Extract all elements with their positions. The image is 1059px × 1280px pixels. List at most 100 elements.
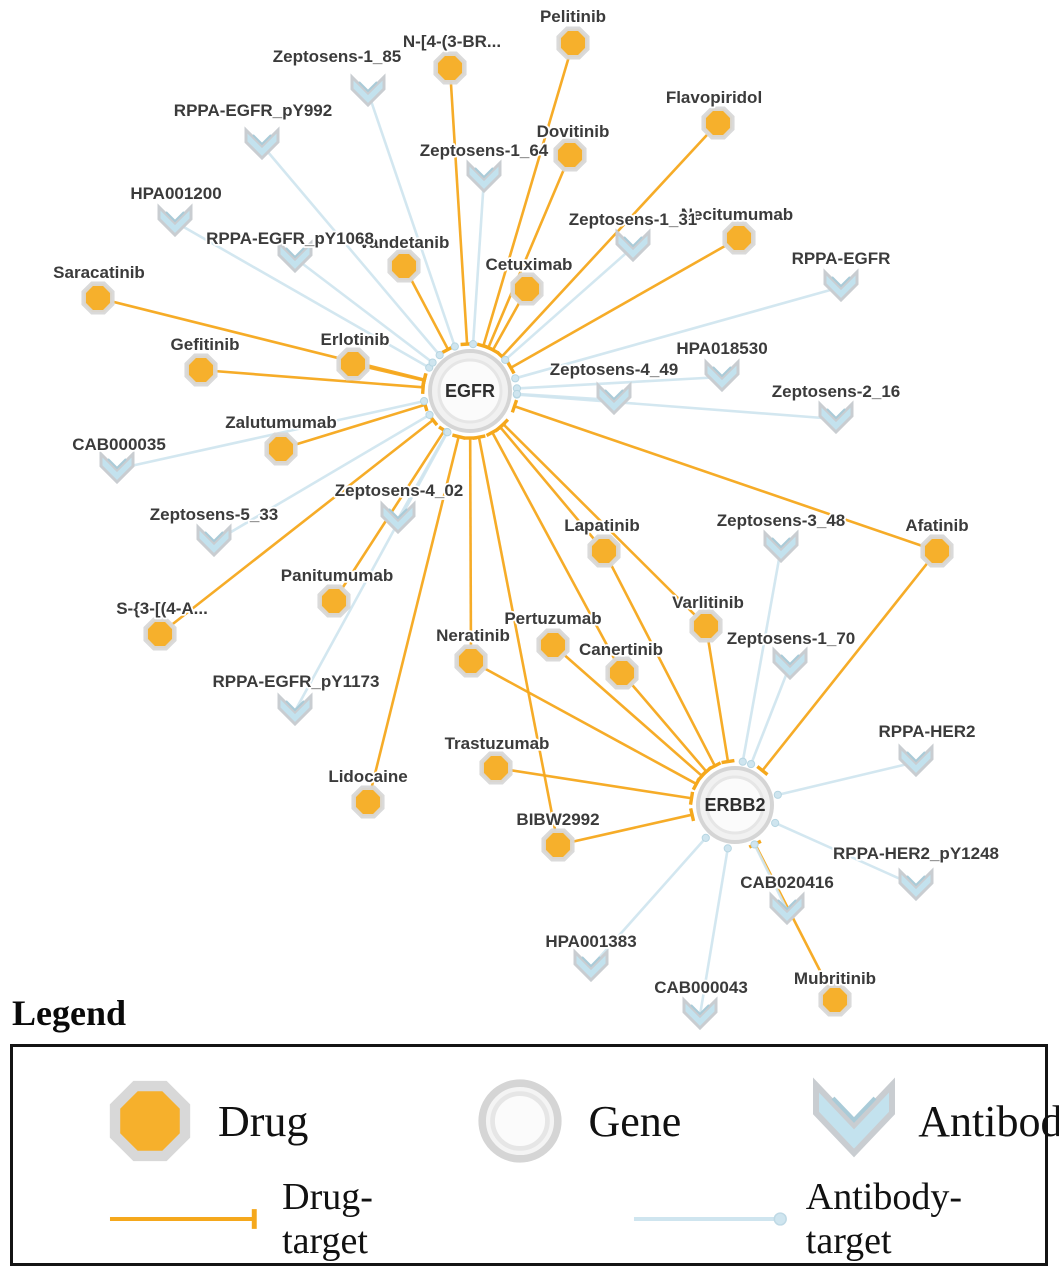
drug-node-cetuximab[interactable] (510, 272, 544, 306)
antibody-glyph-crease (165, 211, 185, 223)
antibody-edge-dot (511, 374, 520, 383)
antibody-label-hpa001200: HPA001200 (130, 184, 221, 203)
drug-node-dovitinib[interactable] (553, 138, 587, 172)
drug-node-neratinib[interactable] (454, 644, 488, 678)
drug-node-pelitinib[interactable] (556, 26, 590, 60)
drug-target-edge (552, 644, 703, 777)
drug-node-s-3-4-a[interactable] (143, 617, 177, 651)
drug-node-erlotinib[interactable] (336, 347, 370, 381)
drug-label-pelitinib: Pelitinib (540, 7, 606, 26)
antibody-glyph (596, 381, 632, 416)
antibody-node-zeptosens-5-33[interactable] (196, 523, 232, 558)
drug-node-panitumumab[interactable] (317, 584, 351, 618)
drug-target-edge (470, 659, 697, 786)
antibody-label-cab000043: CAB000043 (654, 978, 748, 997)
antibody-node-cab020416[interactable] (769, 891, 805, 926)
antibody-target-edge (213, 413, 431, 544)
drug-node-varlitinib[interactable] (689, 609, 723, 643)
drug-target-edge (366, 436, 460, 803)
drug-label-bibw2992: BIBW2992 (516, 810, 599, 829)
antibody-node-zeptosens-1-31[interactable] (615, 228, 651, 263)
antibody-target-edge (514, 285, 842, 380)
antibody-node-zeptosens-1-70[interactable] (772, 646, 808, 681)
drug-node-bibw2992[interactable] (541, 828, 575, 862)
drug-edge-tee (472, 434, 486, 441)
drug-edge-tee (486, 345, 500, 355)
antibody-glyph (772, 646, 808, 681)
antibody-node-cab000035[interactable] (99, 450, 135, 485)
antibody-edge-dot (501, 355, 510, 364)
drug-node-lidocaine[interactable] (351, 785, 385, 819)
antibody-node-zeptosens-1-85[interactable] (350, 73, 386, 108)
antibody-node-hpa001200[interactable] (157, 203, 193, 238)
antibody-node-rppa-her2-py1248[interactable] (898, 867, 934, 902)
antibody-node-rppa-egfr[interactable] (823, 268, 859, 303)
antibody-target-edge (366, 91, 457, 347)
drug-target-edge (487, 154, 572, 349)
drug-node-afatinib[interactable] (920, 534, 954, 568)
drug-target-edge (510, 236, 740, 369)
drug-node-trastuzumab[interactable] (479, 751, 513, 785)
drug-target-edge (514, 405, 938, 553)
gene-node-erbb2[interactable] (696, 766, 774, 844)
antibody-glyph (615, 228, 651, 263)
drug-label-trastuzumab: Trastuzumab (445, 734, 550, 753)
gene-inner-ring (437, 358, 503, 424)
antibody-node-hpa018530[interactable] (704, 358, 740, 393)
antibody-glyph-crease (285, 700, 305, 712)
antibody-node-rppa-her2[interactable] (898, 743, 934, 778)
antibody-glyph (244, 126, 280, 161)
drug-node-pertuzumab[interactable] (536, 628, 570, 662)
antibody-node-rppa-egfr-py1068[interactable] (277, 239, 313, 274)
legend-item-gene: Gene (468, 1069, 681, 1173)
gene-label-erbb2: ERBB2 (704, 795, 765, 815)
antibody-node-hpa001383[interactable] (573, 948, 609, 983)
antibody-node-zeptosens-4-02[interactable] (380, 500, 416, 535)
drug-node-canertinib[interactable] (605, 656, 639, 690)
antibody-glyph (157, 203, 193, 238)
antibody-label-zeptosens-1-31: Zeptosens-1_31 (569, 210, 698, 229)
antibody-node-zeptosens-2-16[interactable] (818, 400, 854, 435)
drug-target-edge (477, 436, 560, 846)
antibody-target-edge-icon (633, 1212, 787, 1226)
drug-node-flavopiridol[interactable] (701, 106, 735, 140)
gene-node-egfr[interactable] (428, 349, 512, 433)
drug-node-zalutumumab[interactable] (264, 432, 298, 466)
antibody-target-edge (774, 821, 917, 888)
drug-label-vandetanib: Vandetanib (359, 233, 450, 252)
antibody-node-zeptosens-3-48[interactable] (763, 529, 799, 564)
antibody-glyph (466, 159, 502, 194)
antibody-glyph-crease (826, 408, 846, 420)
drug-node-lapatinib[interactable] (587, 534, 621, 568)
antibody-node-cab000043[interactable] (682, 996, 718, 1031)
antibody-glyph-crease (906, 875, 926, 887)
drug-target-edge (491, 431, 624, 674)
antibody-node-zeptosens-4-49[interactable] (596, 381, 632, 416)
antibody-target-edge (516, 393, 837, 421)
drug-node-mubritinib[interactable] (818, 983, 852, 1017)
legend-item-antibody: Antibody (806, 1075, 1059, 1167)
antibody-glyph (898, 743, 934, 778)
drug-node-gefitinib[interactable] (184, 353, 218, 387)
drug-target-edge-icon (109, 1209, 257, 1229)
drug-node-saracatinib[interactable] (81, 281, 115, 315)
legend-gene-label: Gene (588, 1096, 682, 1146)
antibody-glyph (769, 891, 805, 926)
antibody-label-zeptosens-5-33: Zeptosens-5_33 (150, 505, 279, 524)
antibody-node-rppa-egfr-py992[interactable] (244, 126, 280, 161)
antibody-target-edge (516, 375, 723, 390)
antibody-label-rppa-her2-py1248: RPPA-HER2_pY1248 (833, 844, 999, 863)
drug-target-edge (482, 42, 575, 347)
antibody-edge-dot (746, 759, 756, 769)
antibody-node-zeptosens-1-64[interactable] (466, 159, 502, 194)
antibody-edge-dot (425, 410, 434, 419)
antibody-node-rppa-egfr-py1173[interactable] (277, 692, 313, 727)
antibody-edge-dot (435, 351, 444, 360)
drug-node-vandetanib[interactable] (387, 249, 421, 283)
drug-node-n-4-3-br[interactable] (433, 51, 467, 85)
drug-target-edge (500, 122, 719, 358)
drug-node-necitumumab[interactable] (722, 221, 756, 255)
drug-label-varlitinib: Varlitinib (672, 593, 744, 612)
antibody-edge-dot (512, 389, 522, 399)
